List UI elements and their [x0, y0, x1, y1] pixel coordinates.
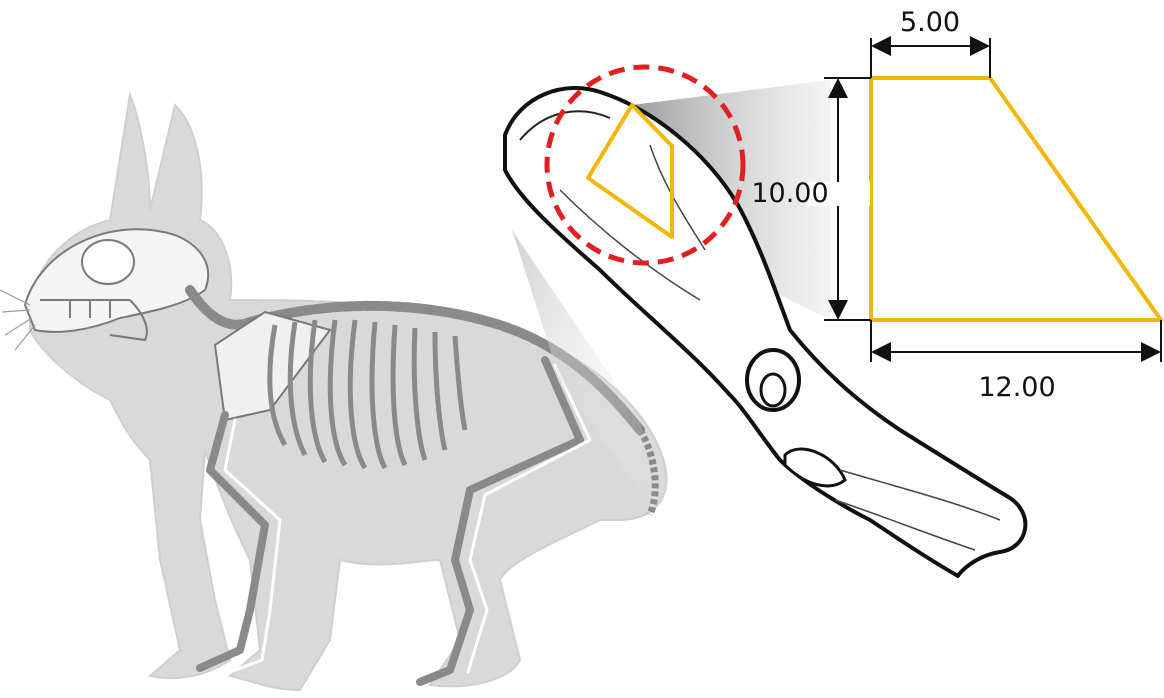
trapezoid-figure: 5.00 10.00 12.00	[751, 7, 1161, 403]
bottom-width-label: 12.00	[978, 372, 1055, 403]
top-width-label: 5.00	[900, 7, 960, 38]
acetabulum	[747, 350, 799, 410]
trapezoid-shape	[871, 78, 1161, 320]
height-label: 10.00	[751, 178, 828, 209]
